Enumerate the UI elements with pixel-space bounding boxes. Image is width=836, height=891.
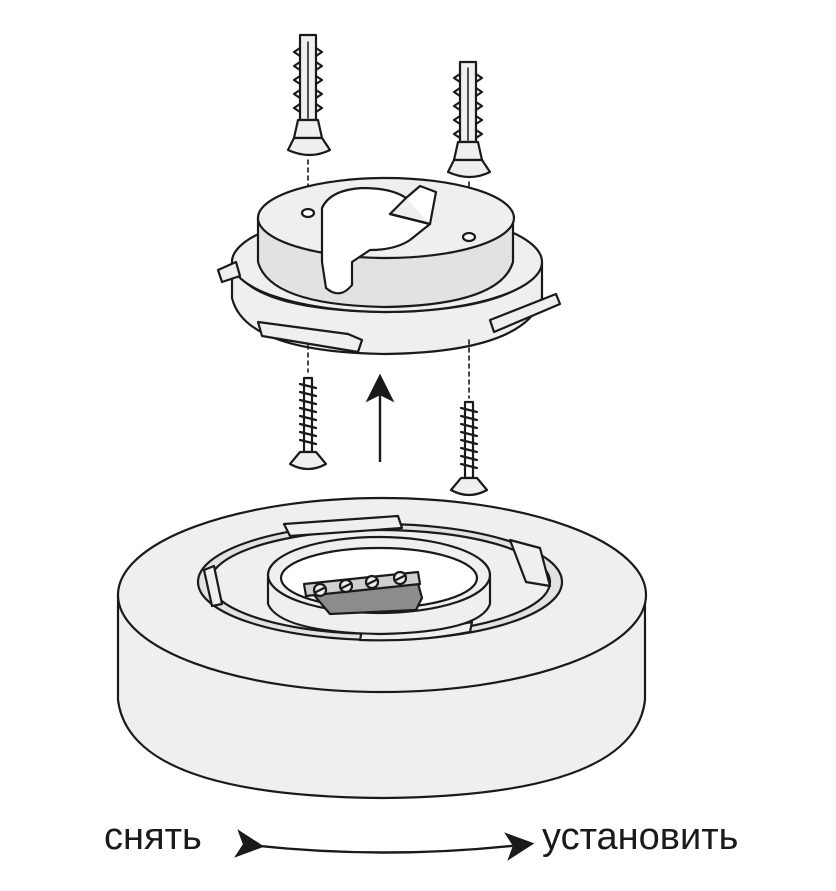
screw-right bbox=[449, 400, 489, 497]
double-arrow-icon bbox=[234, 829, 535, 861]
remove-label: снять bbox=[104, 816, 202, 858]
plate-hole-left bbox=[300, 207, 316, 219]
wall-plug-left bbox=[286, 33, 332, 157]
wall-plug-right bbox=[446, 60, 492, 179]
screw-left bbox=[288, 376, 328, 471]
plate-hole-right bbox=[461, 231, 477, 243]
mounting-plate bbox=[216, 176, 562, 356]
luminaire-base bbox=[116, 496, 648, 800]
terminal-block bbox=[302, 570, 424, 616]
install-label: установить bbox=[542, 816, 739, 858]
